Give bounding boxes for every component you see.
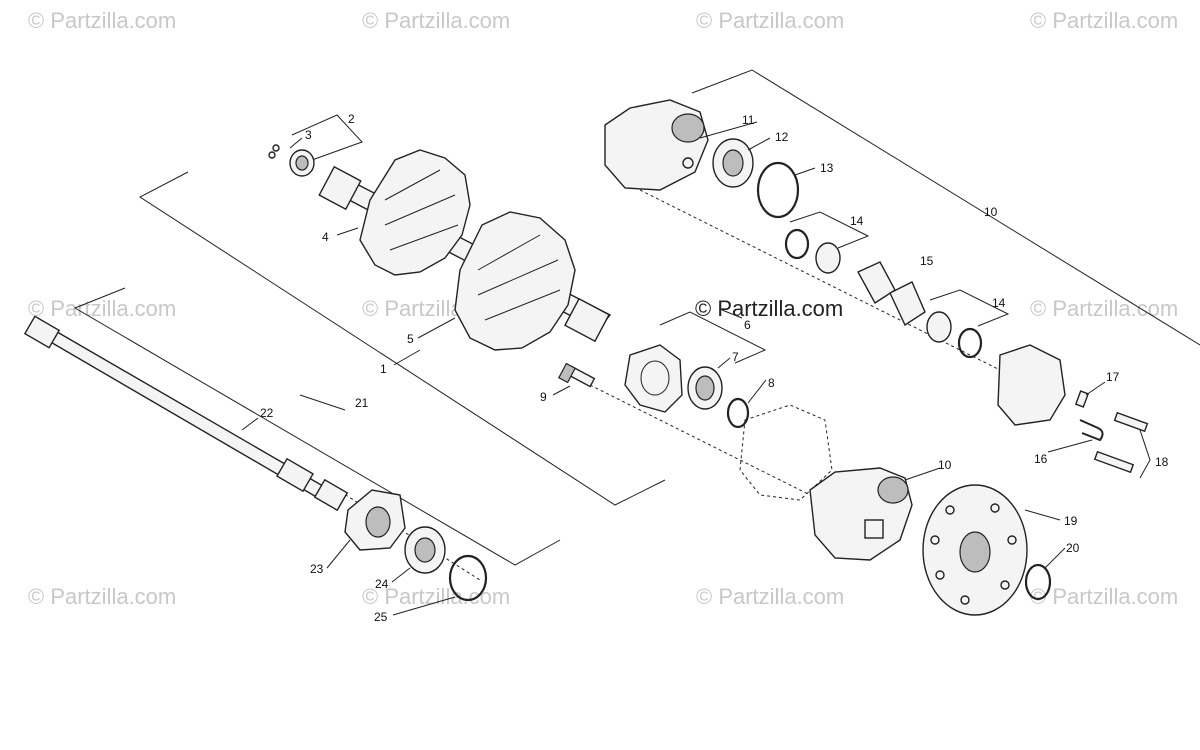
caliper-assembly xyxy=(997,344,1066,426)
callout-10-lower: 10 xyxy=(938,458,952,472)
callout-13: 13 xyxy=(820,161,834,175)
watermark: © Partzilla.com xyxy=(362,8,511,33)
part-17-bleeder xyxy=(1074,390,1090,408)
bracket-21 xyxy=(73,287,561,566)
callout-16: 16 xyxy=(1034,452,1048,466)
part-10-bearing-bore xyxy=(877,476,909,504)
bracket-2 xyxy=(291,114,363,161)
callout-8: 8 xyxy=(768,376,775,390)
callout-3: 3 xyxy=(305,128,312,142)
part-10-tab xyxy=(864,519,884,539)
watermark: © Partzilla.com xyxy=(696,8,845,33)
watermark: © Partzilla.com xyxy=(28,584,177,609)
part-23-bore xyxy=(365,506,391,538)
axis-right xyxy=(639,189,1001,371)
part-18-bolt xyxy=(1113,411,1149,433)
bracket-6 xyxy=(659,311,767,364)
bracket-14b xyxy=(929,289,1010,327)
bracket-1 xyxy=(139,171,666,506)
part-10-bearing-housing-upper xyxy=(604,99,709,191)
callout-1: 1 xyxy=(380,362,387,376)
callout-5: 5 xyxy=(407,332,414,346)
part-11-o-ring xyxy=(682,157,694,169)
part-7-seal-inner xyxy=(695,375,715,401)
part-25-o-ring xyxy=(448,554,488,602)
bracket-14a xyxy=(789,211,870,249)
part-6-gasket-hole xyxy=(640,360,670,396)
part-19-holes xyxy=(930,503,1017,605)
callout-17: 17 xyxy=(1106,370,1120,384)
part-5-drive-sprocket xyxy=(454,211,576,351)
part-22-spline xyxy=(23,315,61,349)
part-22-spline xyxy=(313,478,349,512)
callout-11: 11 xyxy=(742,113,755,127)
part-18-bolt xyxy=(1093,450,1135,474)
callout-10-upper: 10 xyxy=(984,205,998,219)
watermark: © Partzilla.com xyxy=(1030,8,1179,33)
callout-14-left: 14 xyxy=(850,214,864,228)
callout-4: 4 xyxy=(322,230,329,244)
callout-7: 7 xyxy=(732,350,739,364)
part-15-brake-pad xyxy=(889,281,926,327)
part-14-ring xyxy=(957,327,983,359)
part-9-bolt-head xyxy=(558,362,576,384)
part-8-retaining-ring xyxy=(726,397,750,429)
watermark: © Partzilla.com xyxy=(696,584,845,609)
part-15-brake-pad xyxy=(857,261,896,304)
callout-23: 23 xyxy=(310,562,324,576)
part-2-seal xyxy=(295,155,309,171)
part-6-gasket xyxy=(624,344,683,413)
callout-20: 20 xyxy=(1066,541,1080,555)
bracket-18 xyxy=(1139,429,1151,479)
sprocket-4-teeth xyxy=(384,169,459,251)
callout-24: 24 xyxy=(375,577,389,591)
bracket-10-top xyxy=(691,69,1200,346)
callout-15: 15 xyxy=(920,254,934,268)
part-22-spline xyxy=(276,457,314,493)
watermark: © Partzilla.com xyxy=(362,584,511,609)
sprocket-5-teeth xyxy=(477,234,561,321)
callout-18: 18 xyxy=(1155,455,1169,469)
part-10-upper-bore xyxy=(671,113,705,143)
callout-14-right: 14 xyxy=(992,296,1006,310)
callout-2: 2 xyxy=(348,112,355,126)
part-14-ring xyxy=(784,228,810,260)
part-16-retaining-pin xyxy=(1079,419,1104,442)
axis-left xyxy=(589,384,831,506)
callout-21: 21 xyxy=(355,396,369,410)
callout-22: 22 xyxy=(260,406,274,420)
callout-19: 19 xyxy=(1064,514,1078,528)
part-14-bushing xyxy=(926,311,952,343)
part-3-clip xyxy=(268,151,276,159)
part-13-o-ring xyxy=(756,161,800,219)
watermark: © Partzilla.com xyxy=(28,296,177,321)
callout-6: 6 xyxy=(744,318,751,332)
shaft-spline xyxy=(564,297,610,343)
part-20-snap-ring xyxy=(1024,563,1052,601)
leader-lines xyxy=(241,121,1106,616)
watermark: © Partzilla.com xyxy=(28,8,177,33)
watermark: © Partzilla.com xyxy=(1030,584,1179,609)
callout-12: 12 xyxy=(775,130,789,144)
part-14-bushing xyxy=(815,242,841,274)
center-watermark: © Partzilla.com xyxy=(695,296,844,321)
part-19-hub xyxy=(959,531,991,573)
part-3-clip xyxy=(272,144,280,152)
callout-25: 25 xyxy=(374,610,388,624)
callout-9: 9 xyxy=(540,390,547,404)
part-12-bearing-inner xyxy=(722,149,744,177)
part-24-inner xyxy=(414,537,436,563)
shaft-spline xyxy=(318,165,362,211)
